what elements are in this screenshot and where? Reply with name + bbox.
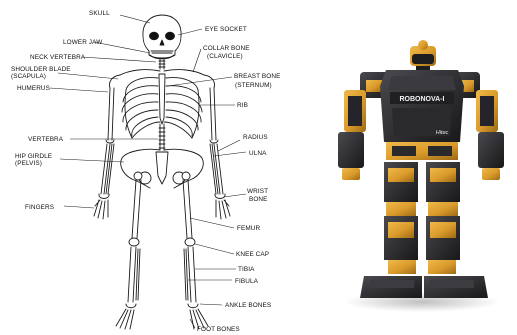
sternum xyxy=(159,74,165,124)
elbow-right xyxy=(210,140,218,143)
wrist-left xyxy=(99,194,109,199)
label-clavicle: (CLAVICLE) xyxy=(207,53,243,60)
eye-socket-right xyxy=(166,32,175,40)
label-fingers: FINGERS xyxy=(25,204,54,211)
fibula-right xyxy=(184,249,188,300)
fibula-left xyxy=(136,249,140,300)
robot-torso: ROBONOVA-I Hitec xyxy=(380,70,464,142)
humerus-right xyxy=(210,88,216,140)
elbow-left xyxy=(106,140,114,143)
shoulder-left xyxy=(109,75,120,88)
hand-right xyxy=(216,200,230,219)
femur-head-right xyxy=(182,172,190,180)
label-hip-girdle: HIP GIRDLE xyxy=(15,153,52,160)
label-scapula: (SCAPULA) xyxy=(11,73,46,80)
rib-cage xyxy=(122,78,202,138)
hand-left xyxy=(94,200,108,219)
skull xyxy=(143,15,181,58)
robot-illustration: ROBONOVA-I Hitec xyxy=(330,36,510,316)
robot-hips xyxy=(386,142,458,160)
shoulder-right xyxy=(204,75,215,88)
label-shoulder-blade: SHOULDER BLADE xyxy=(11,66,71,73)
skeleton-drawing xyxy=(94,15,230,329)
tibia-left xyxy=(128,247,136,302)
robot-head xyxy=(410,40,436,72)
label-breast-bone: BREAST BONE xyxy=(234,73,280,80)
femur-left xyxy=(132,180,141,238)
knee-cap-right xyxy=(185,238,195,246)
label-wrist: WRIST xyxy=(247,188,268,195)
label-knee-cap: KNEE CAP xyxy=(236,251,269,258)
femur-head-left xyxy=(134,172,142,180)
label-femur: FEMUR xyxy=(237,225,261,232)
robot-chest-text: ROBONOVA-I xyxy=(400,96,445,103)
label-humerus: HUMERUS xyxy=(17,85,50,92)
spine xyxy=(159,124,165,150)
label-collar-bone: COLLAR BONE xyxy=(203,45,250,52)
label-vertebra: VERTEBRA xyxy=(28,136,64,143)
label-ankle-bones: ANKLE BONES xyxy=(225,302,271,309)
label-radius: RADIUS xyxy=(243,134,268,141)
ankle-right xyxy=(188,304,198,308)
wrist-right xyxy=(215,194,225,199)
robot-brand-text: Hitec xyxy=(436,130,449,136)
eye-socket-left xyxy=(150,32,159,40)
label-foot-bones: FOOT BONES xyxy=(197,326,240,333)
label-bone: BONE xyxy=(249,196,268,203)
neck-vertebrae xyxy=(159,58,165,69)
robot-right-leg xyxy=(426,162,460,274)
femur-right xyxy=(183,180,192,238)
label-rib: RIB xyxy=(237,102,248,109)
label-lower-jaw: LOWER JAW xyxy=(63,39,103,46)
label-fibula: FIBULA xyxy=(235,278,259,285)
humerus-left xyxy=(108,88,114,140)
label-skull: SKULL xyxy=(89,10,110,17)
skeleton-diagram: SKULL EYE SOCKET LOWER JAW COLLAR BONE (… xyxy=(0,0,320,335)
robot-left-leg xyxy=(384,162,418,274)
robot-feet xyxy=(360,276,488,298)
label-sternum: (STERNUM) xyxy=(235,82,272,89)
label-neck-vertebra: NECK VERTEBRA xyxy=(30,54,86,61)
robot-right-arm xyxy=(476,90,504,180)
knee-cap-left xyxy=(129,238,139,246)
ankle-left xyxy=(126,304,136,308)
robot-left-arm xyxy=(338,90,366,180)
label-eye-socket: EYE SOCKET xyxy=(205,26,247,33)
label-tibia: TIBIA xyxy=(238,266,255,273)
label-ulna: ULNA xyxy=(249,150,267,157)
foot-left xyxy=(116,309,134,329)
pelvis xyxy=(121,149,204,188)
label-pelvis: (PELVIS) xyxy=(15,160,42,167)
tibia-right xyxy=(188,247,196,302)
